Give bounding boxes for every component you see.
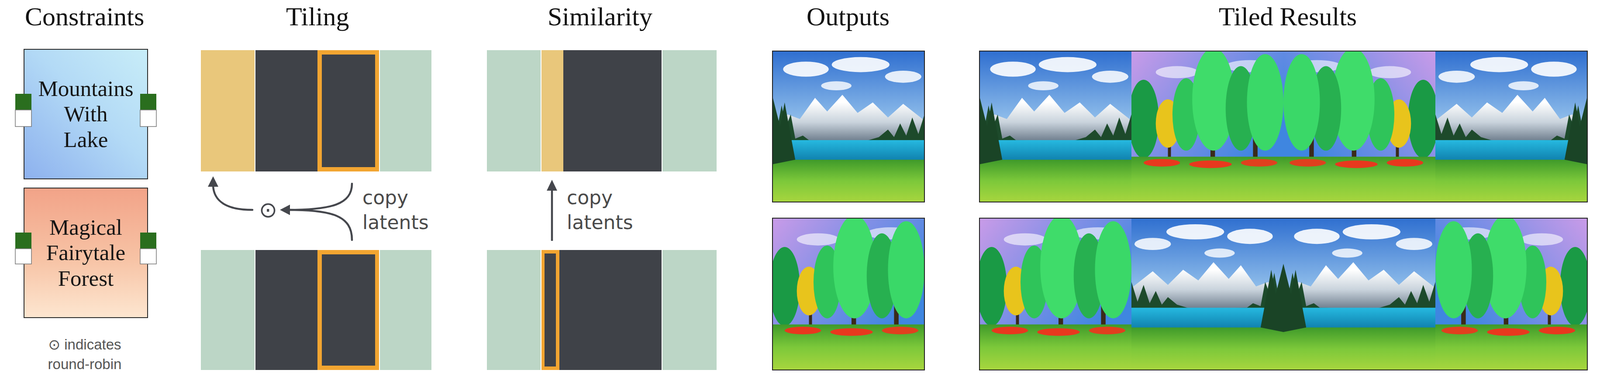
column-heading: Outputs xyxy=(806,0,890,33)
illustration-part xyxy=(319,252,378,369)
illustration-part xyxy=(1283,48,1439,203)
illustration-part xyxy=(1131,218,1284,371)
arrow-head xyxy=(207,176,219,187)
illustration-part xyxy=(769,215,925,371)
column-heading: Similarity xyxy=(547,0,653,33)
illustration-part xyxy=(979,218,1588,371)
illustration-part xyxy=(662,250,717,371)
illustration-part xyxy=(200,250,256,371)
illustration-part xyxy=(769,215,925,371)
arrow-line xyxy=(551,189,554,242)
illustration-part xyxy=(1283,48,1439,203)
illustration-part xyxy=(379,50,432,172)
illustration-part xyxy=(379,250,432,371)
illustration-part xyxy=(254,50,256,172)
illustration-part xyxy=(772,51,925,203)
illustration-part xyxy=(1435,215,1591,371)
illustration-part xyxy=(319,52,378,170)
illustration-part xyxy=(317,250,380,371)
illustration-part xyxy=(540,250,542,371)
illustration-part xyxy=(255,250,318,371)
tiling-arrows xyxy=(213,183,352,241)
illustration-part xyxy=(559,250,663,371)
constraint-box: Magical Fairytale Forest xyxy=(23,187,149,319)
illustration-part xyxy=(541,50,564,172)
illustration-part xyxy=(772,51,925,203)
illustration-part xyxy=(661,250,663,371)
illustration-part xyxy=(486,250,542,371)
illustration-part xyxy=(1128,48,1284,203)
tiling-blocks xyxy=(200,50,432,371)
illustration-part xyxy=(1435,215,1591,371)
arrow-label: copy latents xyxy=(362,185,450,235)
illustration-part xyxy=(200,50,256,172)
column-heading: Tiled Results xyxy=(1218,0,1357,33)
illustration-part xyxy=(563,50,663,172)
illustration-part xyxy=(486,50,542,172)
constraint-box: Mountains With Lake xyxy=(23,48,149,180)
illustration-part xyxy=(976,215,1132,371)
illustration-part xyxy=(541,250,560,371)
illustration-part xyxy=(287,210,352,241)
arrow-head xyxy=(546,179,558,191)
constraint-text: Magical Fairytale Forest xyxy=(35,214,137,292)
similarity-blocks xyxy=(486,50,717,371)
arrow-head xyxy=(279,204,290,216)
illustration-part xyxy=(255,50,318,172)
illustration-part xyxy=(213,186,253,211)
illustration-part xyxy=(1283,218,1436,371)
illustration-part xyxy=(979,51,1132,203)
illustration-part xyxy=(772,218,925,371)
tiled-images xyxy=(976,48,1591,371)
illustration-part xyxy=(772,51,925,203)
illustration-part xyxy=(662,50,717,172)
illustration-part xyxy=(317,50,380,172)
illustration-part xyxy=(979,51,1132,203)
round-robin-symbol: ⊙ xyxy=(258,199,278,221)
illustration-part xyxy=(976,215,1132,371)
illustration-part xyxy=(254,250,256,371)
illustration-part xyxy=(542,251,558,369)
output-images xyxy=(769,51,925,371)
illustration-part xyxy=(1435,51,1588,203)
constraint-text: Mountains With Lake xyxy=(35,75,137,153)
legend-note: ⊙ indicates round-robin xyxy=(27,335,142,375)
illustration-part xyxy=(379,50,380,172)
illustration-part xyxy=(1128,48,1284,203)
arrow-label: copy latents xyxy=(566,185,655,235)
illustration-part xyxy=(287,183,352,211)
illustration-part xyxy=(540,50,542,172)
column-heading: Constraints xyxy=(24,0,145,33)
illustration-part xyxy=(379,250,380,371)
illustration-part xyxy=(1283,218,1436,371)
column-heading: Tiling xyxy=(286,0,350,33)
illustration-part xyxy=(979,51,1588,203)
illustration-part xyxy=(1131,218,1284,371)
illustration-part xyxy=(661,50,663,172)
illustration-part xyxy=(1435,51,1588,203)
